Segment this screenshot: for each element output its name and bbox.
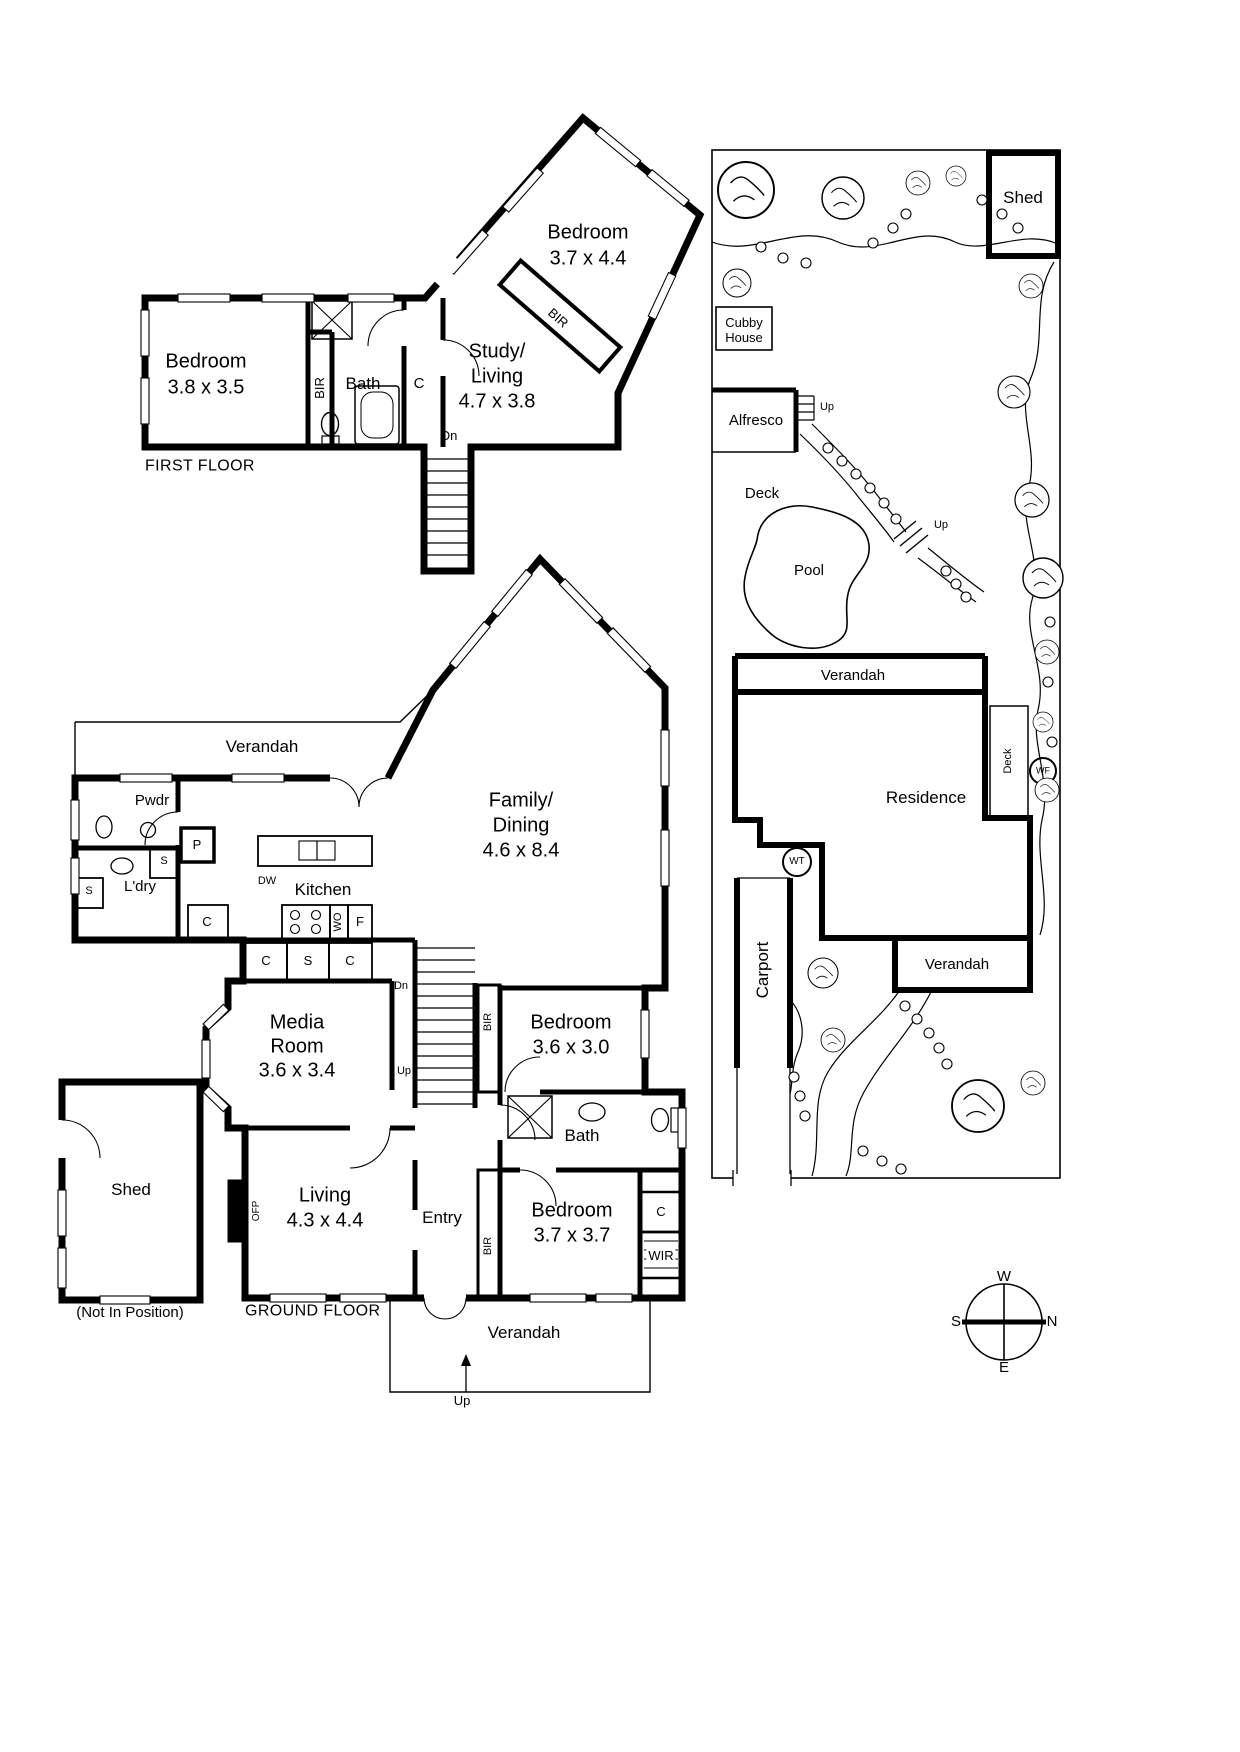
gf-media-dims: 3.6 x 3.4 (258, 1059, 336, 1082)
gf-entry-label: Entry (422, 1208, 462, 1228)
gf-bedroom-rear-dims: 3.7 x 3.7 (533, 1224, 611, 1247)
gf-bir-bedroom-label: BIR (482, 1236, 495, 1256)
first-floor-windows (140, 126, 690, 425)
gf-stairs-dn-label: Dn (393, 980, 409, 993)
site-shed-label: Shed (1003, 188, 1043, 208)
gf-laundry-sink1-label: S (160, 855, 168, 868)
gf-family-line1: Family/ (488, 789, 554, 812)
compass-rose (962, 1283, 1046, 1361)
gf-shed-note: (Not In Position) (76, 1304, 184, 1322)
ground-floor-caption: GROUND FLOOR (245, 1302, 381, 1320)
ff-study-line1: Study/ (468, 340, 526, 363)
ff-bath-label: Bath (345, 374, 381, 394)
gf-powder-label: Pwdr (134, 792, 170, 810)
site-carport-label: Carport (753, 941, 773, 999)
gf-fridge-label: F (356, 914, 364, 930)
site-wf-label: WF (1036, 765, 1050, 776)
gf-living-name: Living (298, 1184, 352, 1207)
gf-laundry-sink2-label: S (85, 885, 93, 898)
ff-bedroom-left-dims: 3.8 x 3.5 (167, 376, 245, 399)
gf-family-dims: 4.6 x 8.4 (482, 839, 560, 862)
gf-verandah-top-label: Verandah (225, 737, 299, 757)
site-residence-label: Residence (885, 788, 967, 808)
gf-up-label: Up (453, 1393, 471, 1409)
gf-bedroom-mid-dims: 3.6 x 3.0 (532, 1036, 610, 1059)
site-cubby-line2: House (725, 330, 763, 346)
gf-kitchen-label: Kitchen (294, 880, 352, 900)
gf-bedroom-mid-name: Bedroom (530, 1011, 612, 1034)
first-floor-caption: FIRST FLOOR (145, 457, 255, 475)
site-alfresco-label: Alfresco (728, 412, 784, 430)
gf-media-line1: Media (269, 1011, 325, 1034)
site-deck-top-label: Deck (744, 485, 780, 503)
site-cubby-line1: Cubby (725, 315, 763, 331)
ground-floor-walls (58, 553, 686, 1393)
bushes (755, 194, 1058, 1175)
gf-media-line2: Room (270, 1035, 324, 1058)
ground-floor-windows (57, 568, 687, 1305)
gf-wir-label: WIR (646, 1248, 676, 1264)
ff-bir-left-label: BIR (312, 377, 328, 399)
gf-bir-hall-label: BIR (482, 1012, 495, 1032)
compass-east-label: E (998, 1359, 1010, 1377)
gf-closet-rear-label: C (656, 1204, 666, 1220)
ff-bedroom-top-dims: 3.7 x 4.4 (549, 247, 627, 270)
gf-hall-c2-label: C (345, 953, 355, 969)
gf-laundry-label: L'dry (123, 878, 157, 896)
gf-stairs-up-label: Up (396, 1065, 412, 1078)
ff-stairs-dn-label: Dn (440, 428, 458, 444)
site-deck-side-label: Deck (1002, 748, 1015, 774)
site-verandah-top-label: Verandah (820, 667, 886, 685)
up-arrow (461, 1354, 471, 1366)
gf-cupboard-label: C (202, 914, 212, 930)
compass-west-label: W (996, 1268, 1012, 1286)
gf-hall-s-label: S (303, 953, 313, 969)
gf-living-dims: 4.3 x 4.4 (286, 1209, 364, 1232)
site-verandah-bottom-label: Verandah (924, 956, 990, 974)
compass-north-label: N (1046, 1313, 1058, 1331)
gf-fireplace-label: OFP (250, 1200, 262, 1222)
site-plan-lines (711, 149, 1061, 1179)
site-up-top-label: Up (819, 401, 835, 414)
gf-dishwasher-label: DW (257, 875, 277, 888)
compass-south-label: S (950, 1313, 962, 1331)
ff-closet-label: C (413, 375, 425, 393)
ff-study-line2: Living (470, 365, 524, 388)
ff-study-dims: 4.7 x 3.8 (458, 390, 536, 413)
gf-wall-oven-label: WO (332, 912, 345, 932)
gf-verandah-bottom-label: Verandah (487, 1323, 561, 1343)
ff-bedroom-top-name: Bedroom (547, 221, 629, 244)
gf-pantry-label: P (192, 837, 202, 853)
gf-bedroom-rear-name: Bedroom (531, 1199, 613, 1222)
gf-shed-label: Shed (111, 1180, 151, 1200)
driveway-opening (733, 1174, 791, 1182)
gf-hall-c1-label: C (261, 953, 271, 969)
gf-family-line2: Dining (492, 814, 550, 837)
ff-bedroom-left-name: Bedroom (165, 350, 247, 373)
site-up-mid-label: Up (933, 519, 949, 532)
site-pool-label: Pool (793, 562, 825, 580)
gf-bath-label: Bath (564, 1126, 600, 1146)
site-wt-label: WT (789, 855, 805, 867)
first-floor-walls (141, 113, 705, 575)
